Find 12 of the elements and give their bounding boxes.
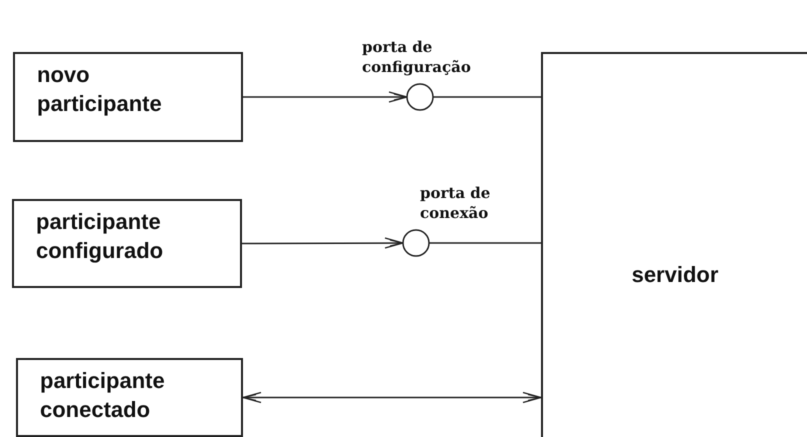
participant-box bbox=[12, 199, 242, 288]
server-box bbox=[541, 52, 807, 437]
node-label: participante configurado bbox=[36, 208, 164, 265]
node-label: servidor bbox=[630, 262, 720, 288]
connector-line bbox=[429, 242, 541, 244]
connector-line bbox=[433, 96, 541, 98]
port-label: porta de conexão bbox=[420, 183, 492, 223]
participant-box bbox=[16, 358, 243, 437]
node-label: novo participante bbox=[37, 61, 163, 118]
participant-box bbox=[13, 52, 243, 142]
port-label: porta de configuração bbox=[362, 37, 472, 77]
node-label: participante conectado bbox=[40, 367, 166, 424]
